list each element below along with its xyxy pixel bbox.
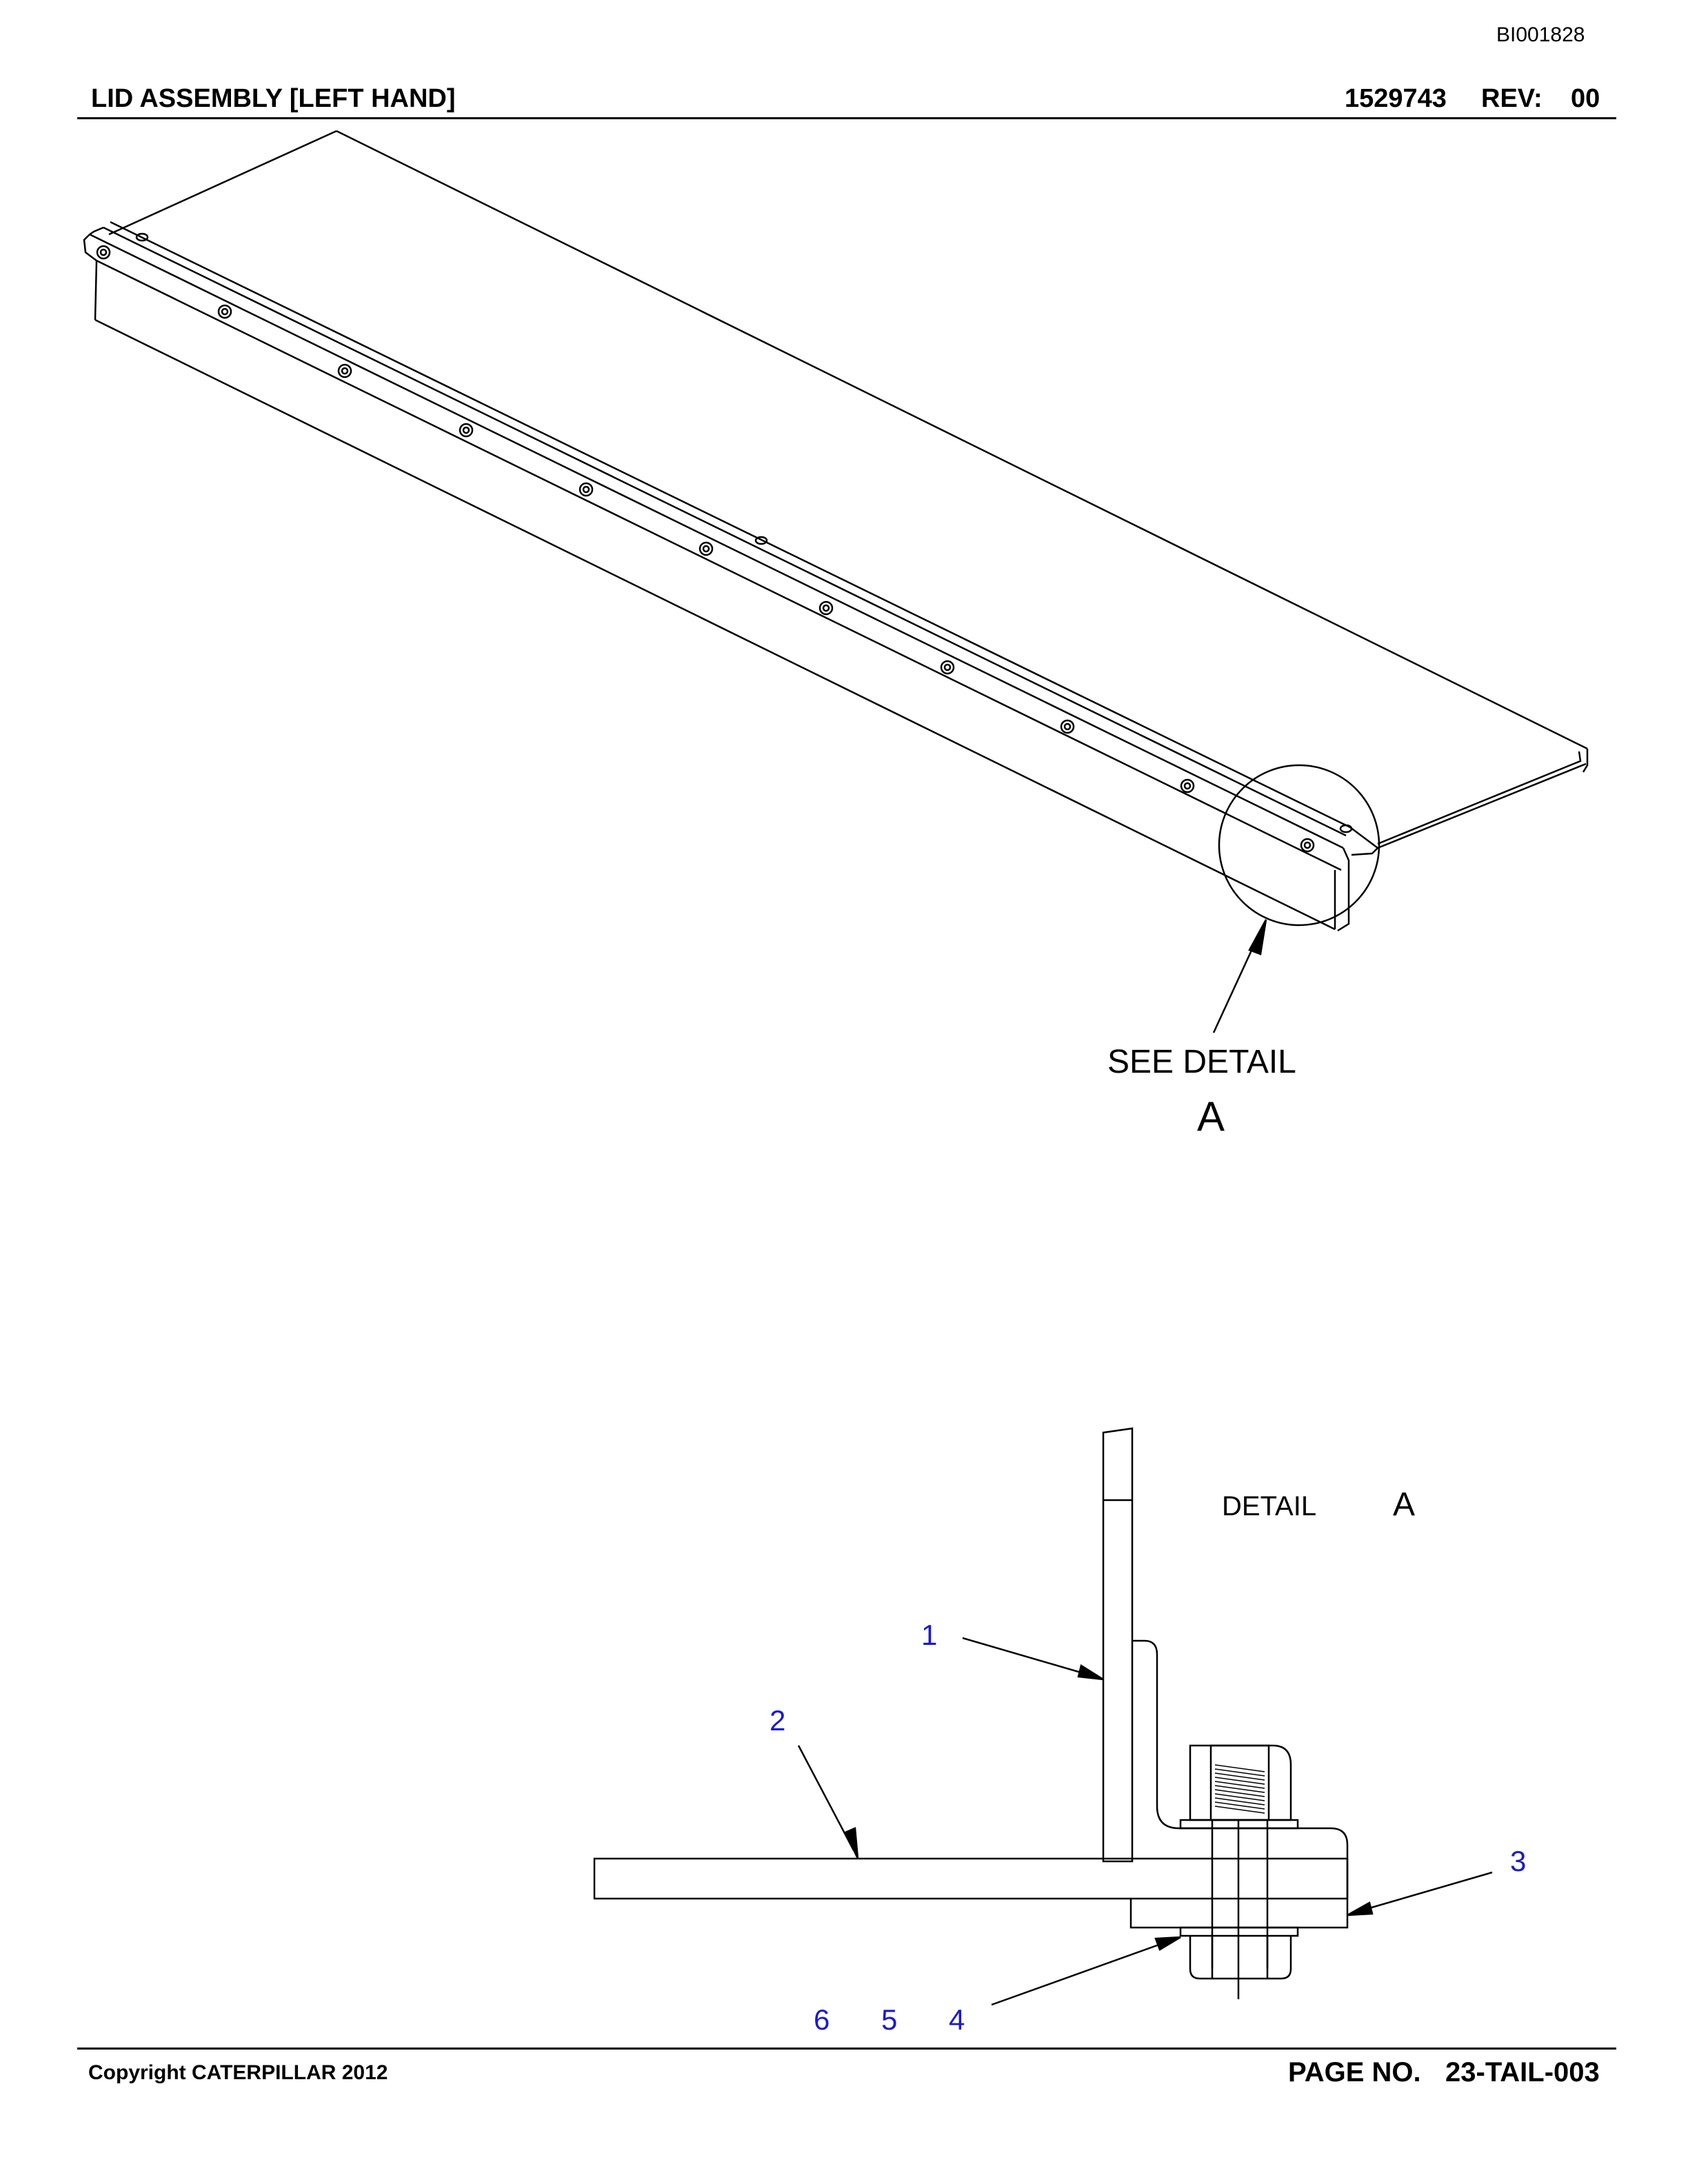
revision-label: REV: xyxy=(1481,84,1543,113)
detail-letter: A xyxy=(1393,1486,1415,1523)
lid-isometric-view xyxy=(83,130,1589,1033)
page-number: 23-TAIL-003 xyxy=(1445,2057,1600,2087)
detail-circle xyxy=(1218,764,1380,927)
footer-rule xyxy=(77,2048,1616,2050)
detail-label: DETAIL xyxy=(1222,1491,1316,1521)
bolt-threads xyxy=(1214,1764,1265,1814)
see-detail-letter: A xyxy=(1197,1093,1225,1140)
flange-bolts xyxy=(96,245,1315,853)
detail-a-view xyxy=(593,1427,1493,2006)
see-detail-label: SEE DETAIL xyxy=(1107,1044,1296,1080)
document-id: BI001828 xyxy=(1496,23,1585,46)
callout-3: 3 xyxy=(1510,1845,1526,1877)
page-title: LID ASSEMBLY [LEFT HAND] xyxy=(91,84,456,113)
callout-2: 2 xyxy=(770,1704,785,1737)
part-number: 1529743 xyxy=(1345,84,1447,113)
header-rule xyxy=(77,117,1616,119)
callout-4: 4 xyxy=(949,2003,965,2036)
callout-6: 6 xyxy=(814,2003,830,2036)
callout-5: 5 xyxy=(881,2003,897,2036)
page-number-label: PAGE NO. xyxy=(1288,2057,1421,2087)
copyright: Copyright CATERPILLAR 2012 xyxy=(88,2061,388,2084)
revision-value: 00 xyxy=(1571,84,1600,113)
callout-1: 1 xyxy=(921,1619,937,1651)
